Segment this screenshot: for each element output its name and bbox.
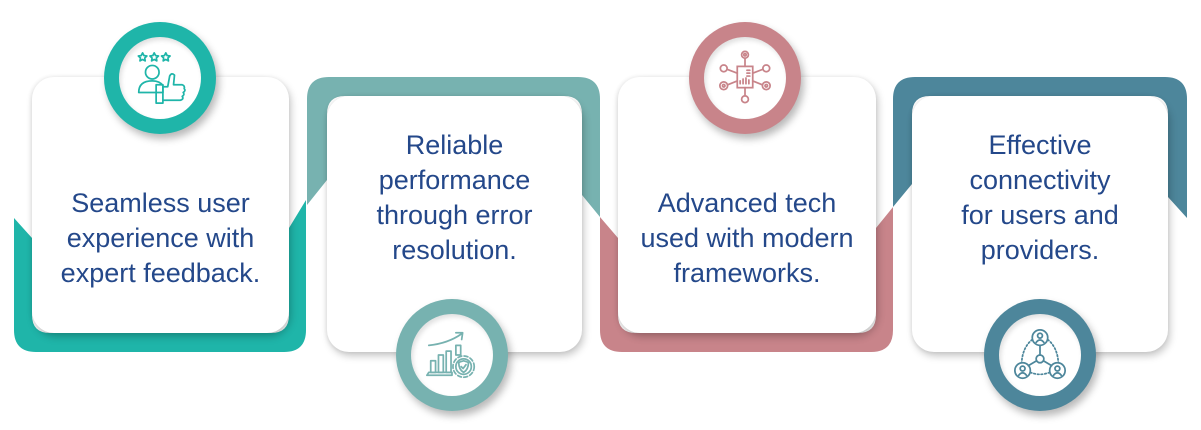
panel-2-text: Reliable performance through error resol… bbox=[376, 130, 533, 265]
growth-chart-gear-icon bbox=[425, 331, 476, 379]
panel-1-text: Seamless user experience with expert fee… bbox=[60, 187, 261, 288]
panel-4-frame bbox=[893, 77, 1187, 218]
user-network-connectivity-icon bbox=[1013, 328, 1067, 380]
panel-2-card: Reliable performance through error resol… bbox=[327, 96, 582, 352]
user-thumbs-up-rating-icon bbox=[137, 51, 186, 105]
panel-3-badge bbox=[689, 22, 801, 134]
tech-network-document-icon bbox=[718, 50, 772, 104]
panel-4-text: Effective connectivity for users and pro… bbox=[961, 130, 1119, 265]
panel-1-card: Seamless user experience with expert fee… bbox=[32, 77, 289, 333]
panel-1-frame bbox=[14, 200, 306, 352]
panel-2-badge bbox=[396, 299, 508, 411]
panel-3-frame bbox=[600, 207, 893, 352]
panel-1-badge bbox=[104, 22, 216, 134]
panel-4-badge bbox=[984, 299, 1096, 411]
panel-3-text: Advanced tech used with modern framework… bbox=[640, 187, 854, 288]
panel-2-frame bbox=[307, 77, 600, 217]
